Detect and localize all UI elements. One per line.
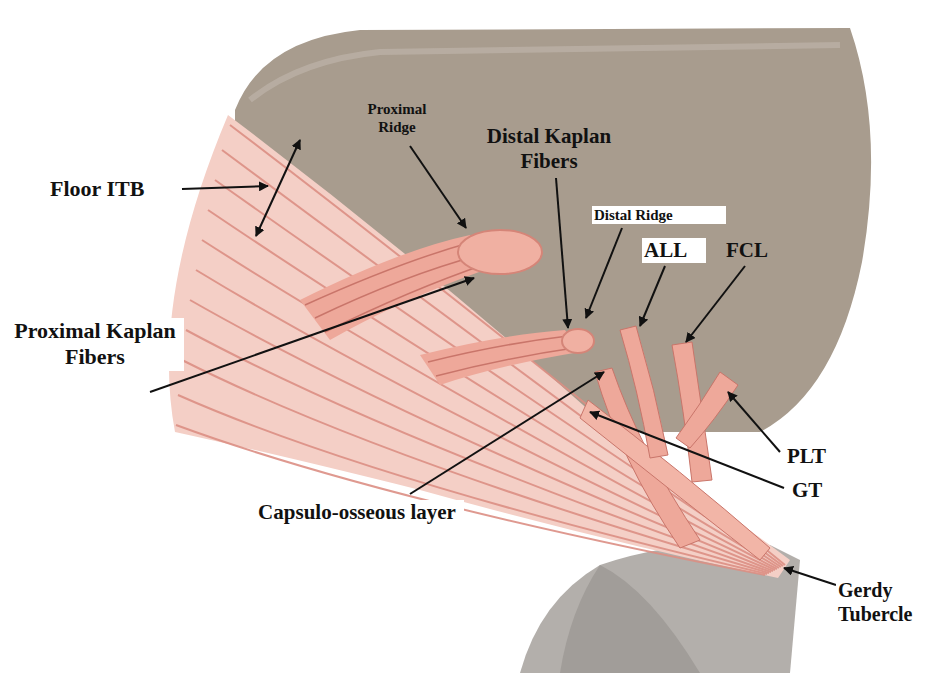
part-label: GT	[790, 478, 844, 503]
part-label: Proximal Ridge	[352, 100, 442, 136]
part-label: FCL	[726, 238, 786, 263]
part-label: Distal Ridge	[592, 206, 726, 224]
part-label: Proximal Kaplan Fibers	[6, 318, 184, 371]
anterolateral-ligament	[620, 326, 668, 458]
part-label: ALL	[642, 238, 706, 263]
gerdy-tract	[580, 400, 770, 560]
part-label: Floor ITB	[50, 176, 180, 202]
distal-kaplan-bundle	[420, 330, 580, 385]
part-label: PLT	[785, 444, 849, 469]
part-label: Distal Kaplan Fibers	[474, 124, 624, 174]
popliteus-tendon	[676, 372, 738, 448]
part-label: Capsulo-osseous layer	[250, 500, 464, 525]
iliotibial-band	[169, 115, 790, 578]
part-label: Gerdy Tubercle	[836, 578, 934, 626]
